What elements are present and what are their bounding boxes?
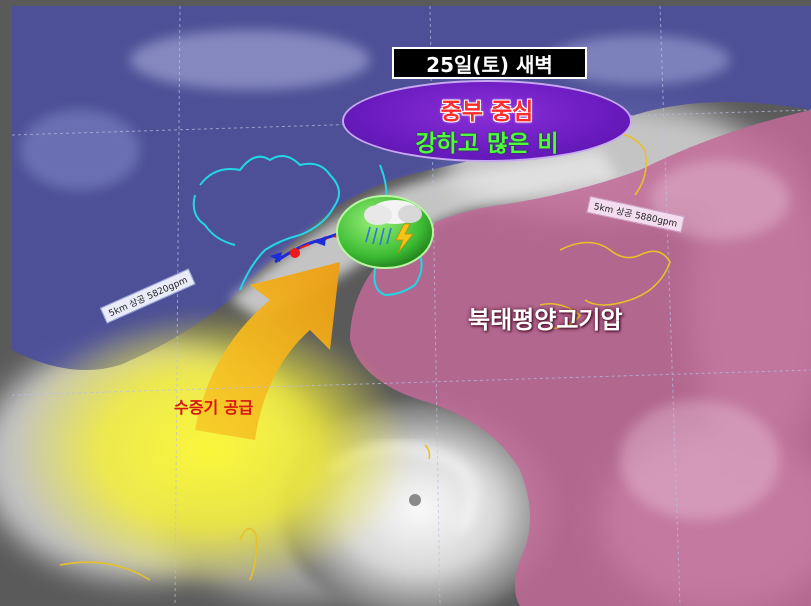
headline-bubble: 중부 중심 강하고 많은 비	[342, 80, 632, 162]
thunderstorm-rain-icon	[336, 195, 434, 269]
moisture-supply-label: 수증기 공급	[174, 398, 254, 417]
moisture-glow	[10, 310, 410, 590]
moisture-arrow	[195, 262, 340, 440]
date-label: 25일(토) 새벽	[392, 47, 587, 79]
high-pressure-label: 북태평양고기압	[468, 306, 623, 334]
dry-air-region	[12, 6, 811, 370]
headline-line1: 중부 중심	[440, 99, 534, 125]
headline-line2: 강하고 많은 비	[415, 131, 559, 157]
